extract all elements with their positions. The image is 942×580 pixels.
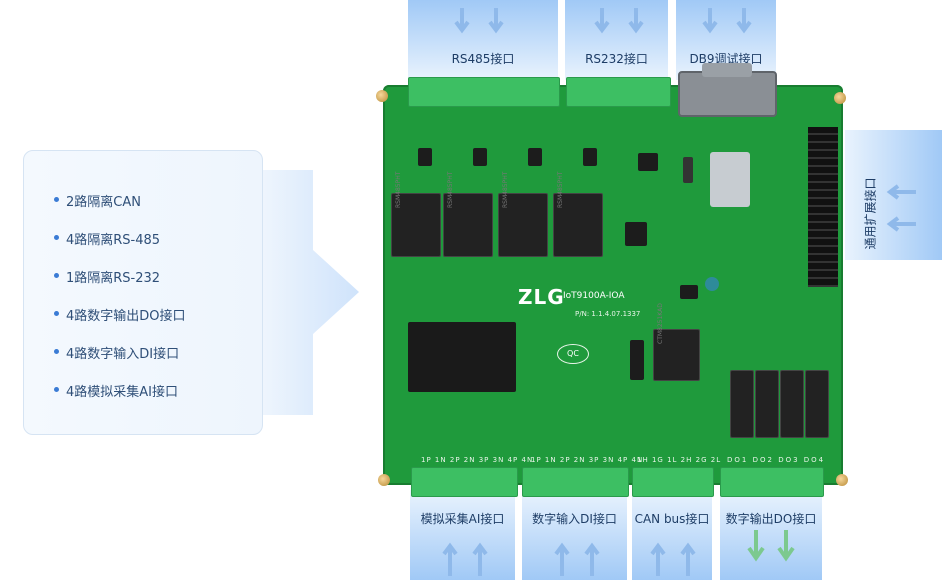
do-interface-label: 数字输出DO接口 <box>725 512 817 526</box>
ai-glow <box>410 490 515 580</box>
standoff-screw <box>378 474 390 486</box>
feature-item: 4路模拟采集AI接口 <box>54 381 178 400</box>
rs232-terminal <box>566 77 671 107</box>
standoff-screw <box>836 474 848 486</box>
di-glow <box>522 490 627 580</box>
db9-interface-label: DB9调试接口 <box>689 52 763 66</box>
bullet-icon <box>54 349 59 354</box>
arrow-left-icon <box>886 184 916 232</box>
ic-chip <box>528 148 542 166</box>
rs485-interface-label: RS485接口 <box>451 52 515 66</box>
board-part-number: P/N: 1.1.4.07.1337 <box>575 310 641 318</box>
do-pin-labels: DO1 DO2 DO3 DO4 <box>727 456 826 464</box>
ai-pin-labels: 1P 1N 2P 2N 3P 3N 4P 4N <box>421 456 534 464</box>
rs485-module: RSM485PHT <box>443 172 493 257</box>
ai-terminal <box>411 467 518 497</box>
can-terminal <box>632 467 714 497</box>
bullet-icon <box>54 197 59 202</box>
rs485-glow <box>408 0 558 80</box>
rs485-module: RSM485PHT <box>553 172 603 257</box>
bullet-icon <box>54 311 59 316</box>
ai-interface-label: 模拟采集AI接口 <box>420 512 505 526</box>
di-interface-label: 数字输入DI接口 <box>532 512 617 526</box>
can-pin-labels: 1H 1G 1L 2H 2G 2L <box>637 456 722 464</box>
board-logo: ZLG <box>518 285 565 309</box>
arrow-down-icon <box>454 8 504 34</box>
di-terminal <box>522 467 629 497</box>
expansion-interface-label: 通用扩展接口 <box>863 177 878 250</box>
ic-chip <box>418 148 432 166</box>
db9-connector <box>678 63 777 117</box>
can-glow <box>632 490 712 580</box>
arrow-down-out-icon <box>747 530 795 562</box>
arrow-down-icon <box>702 8 752 34</box>
rs232-glow <box>565 0 668 80</box>
pcb-board: RSM485PHT RSM485PHT RSM485PHT RSM485PHT … <box>383 63 843 497</box>
ic-chip <box>630 340 644 380</box>
feature-item: 2路隔离CAN <box>54 191 141 210</box>
wifi-module <box>710 152 750 207</box>
bullet-icon <box>54 235 59 240</box>
do-terminal <box>720 467 824 497</box>
rs232-interface-label: RS232接口 <box>585 52 648 66</box>
capacitor <box>705 277 719 291</box>
ic-chip <box>638 153 658 171</box>
feature-item: 4路数字输入DI接口 <box>54 343 179 362</box>
ic-chip <box>625 222 647 246</box>
can-module: CTM8251KAD <box>653 303 700 381</box>
arrow-up-icon <box>650 542 696 576</box>
qc-mark: QC <box>557 344 589 364</box>
board-model: IoT9100A-IOA <box>563 291 625 301</box>
do-relay <box>730 370 754 438</box>
bullet-icon <box>54 387 59 392</box>
ic-chip <box>473 148 487 166</box>
ic-chip <box>583 148 597 166</box>
arrow-up-icon <box>554 542 600 576</box>
di-pin-labels: 1P 1N 2P 2N 3P 3N 4P 4N <box>531 456 644 464</box>
standoff-screw <box>376 90 388 102</box>
bullet-icon <box>54 273 59 278</box>
arrow-up-icon <box>442 542 488 576</box>
rs485-module: RSM485PHT <box>391 172 441 257</box>
can-interface-label: CAN bus接口 <box>634 512 710 526</box>
rs485-terminal <box>408 77 560 107</box>
big-arrow-icon <box>263 170 359 415</box>
feature-item: 1路隔离RS-232 <box>54 267 160 286</box>
feature-item: 4路数字输出DO接口 <box>54 305 186 324</box>
do-relay <box>780 370 804 438</box>
expansion-header <box>808 127 838 287</box>
do-relay <box>755 370 779 438</box>
do-relay <box>805 370 829 438</box>
power-module <box>408 322 516 392</box>
feature-panel: 2路隔离CAN 4路隔离RS-485 1路隔离RS-232 4路数字输出DO接口… <box>23 150 263 435</box>
rs485-module: RSM485PHT <box>498 172 548 257</box>
arrow-down-icon <box>594 8 644 34</box>
feature-item: 4路隔离RS-485 <box>54 229 160 248</box>
jumper <box>683 157 693 183</box>
do-glow <box>720 490 822 580</box>
standoff-screw <box>834 92 846 104</box>
ic-chip <box>680 285 698 299</box>
